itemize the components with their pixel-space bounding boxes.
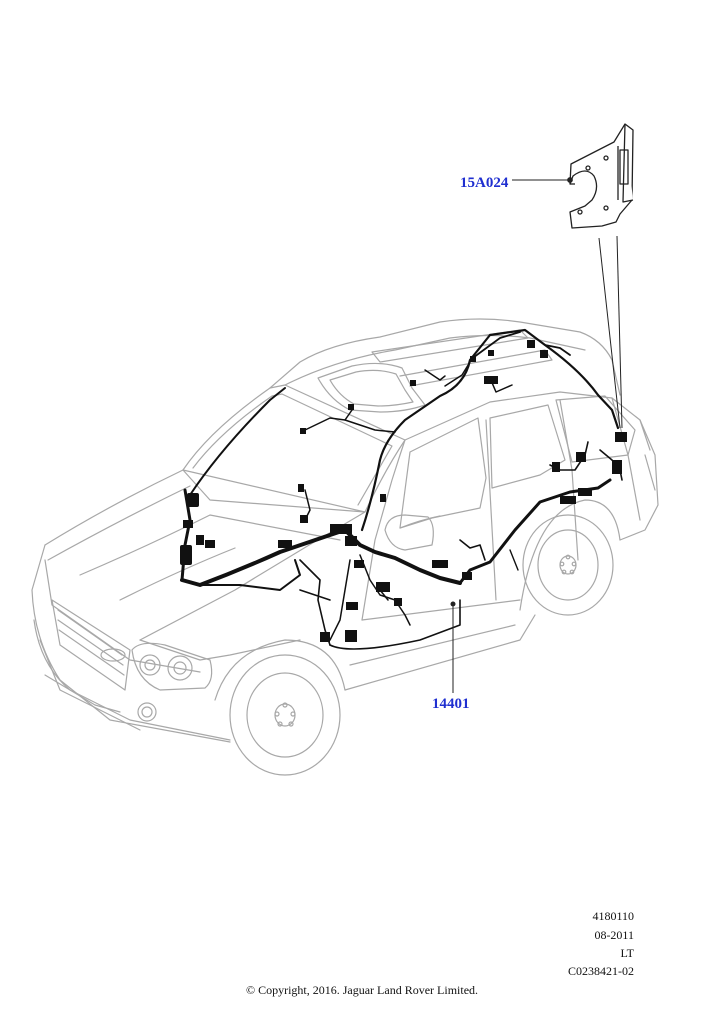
diagram-id: 4180110 [592,909,634,923]
wiring-harness [180,328,627,650]
callout-bracket-15a024[interactable]: 15A024 [460,175,509,191]
callout-harness-14401[interactable]: 14401 [432,696,470,712]
diagram-date: 08-2011 [594,928,634,942]
mounting-bracket [567,123,634,229]
copyright-notice: © Copyright, 2016. Jaguar Land Rover Lim… [245,983,479,997]
diagram-reference: C0238421-02 [568,964,634,978]
vehicle-outline [31,318,659,776]
diagram-code: LT [620,946,634,960]
bracket-leader-lines [512,179,623,429]
